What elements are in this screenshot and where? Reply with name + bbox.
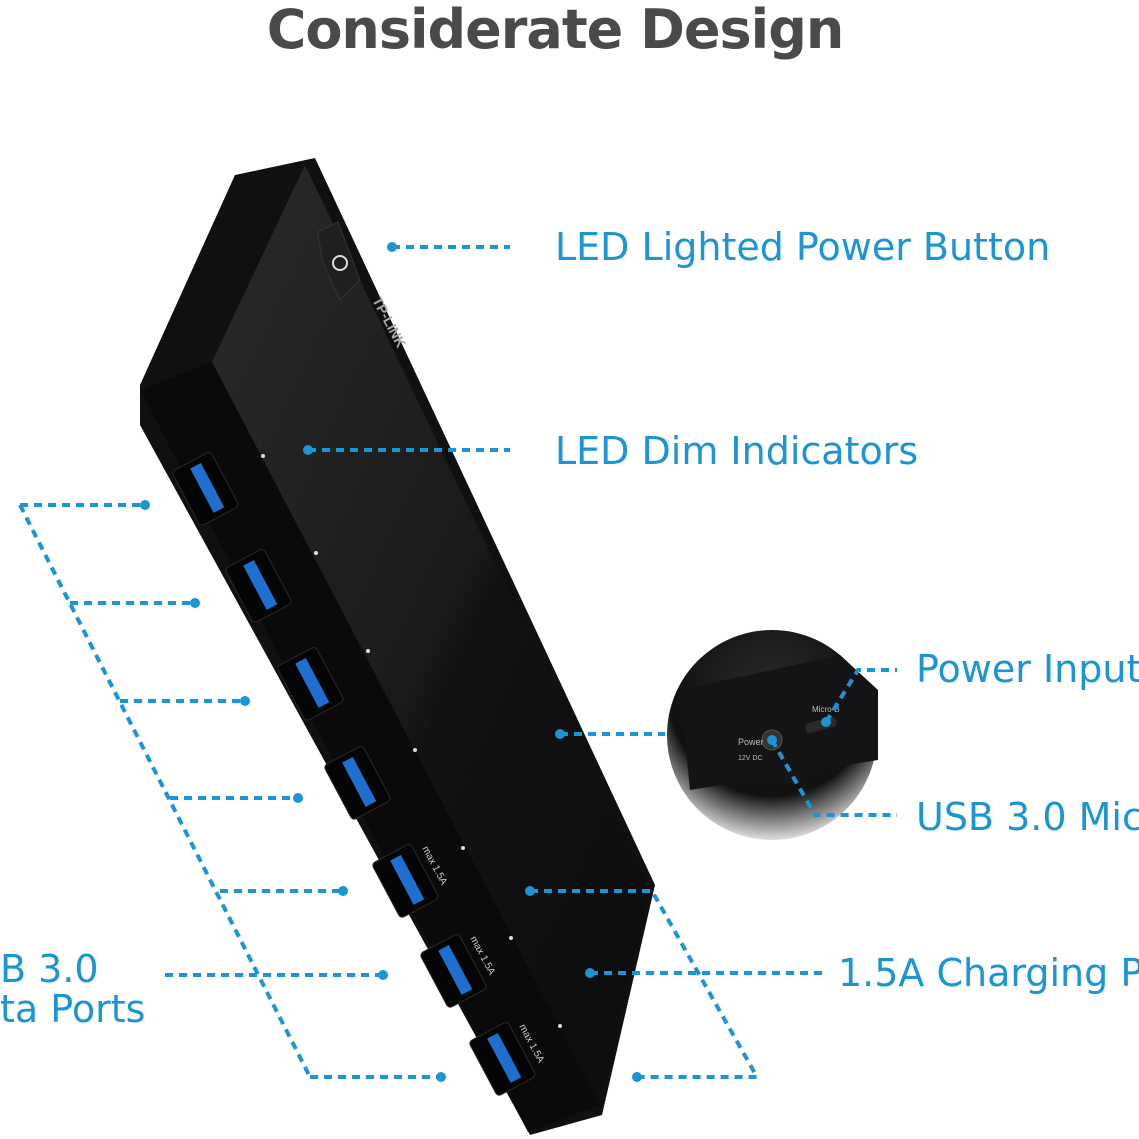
usb-port [225,549,292,623]
label-data-ports-1: B 3.0 [0,947,99,991]
callout-dot [378,970,388,980]
label-power-input: Power Input [916,647,1139,691]
label-data-ports-2: ta Ports [0,987,146,1031]
callout-dot [190,598,200,608]
callout-dot [240,696,250,706]
callout-dot [436,1072,446,1082]
callout-dot [338,886,348,896]
callout-dot [140,500,150,510]
callout-dot [767,735,777,745]
label-led-dim: LED Dim Indicators [555,429,919,473]
callout-dot [585,968,595,978]
usb-port [277,647,344,721]
callout-dot [387,242,397,252]
power-icon [332,255,348,271]
hub-top-face [212,165,650,1105]
callout-dot [821,717,831,727]
led-indicator [314,551,318,555]
callout-dot [632,1072,642,1082]
callout-dot [525,886,535,896]
led-indicator [413,748,417,752]
inset-micro-text: Micro-B [812,705,840,714]
usb-port [172,452,239,526]
callout-dot [555,729,565,739]
power-button [317,221,361,301]
callout-dots [140,242,831,1082]
led-indicator [509,936,513,940]
led-indicator [461,846,465,850]
label-usb-micro: USB 3.0 Micro [916,795,1139,839]
page-title: Considerate Design [266,0,845,61]
led-indicator [558,1024,562,1028]
led-indicator [366,649,370,653]
led-indicator [261,454,265,458]
inset-power-text: Power [738,737,764,747]
inset-rear-view: Power 12V DC Micro-B [667,630,878,840]
callout-dot [303,445,313,455]
callout-dot [293,793,303,803]
inset-voltage-text: 12V DC [738,755,763,762]
callout-lines [18,245,897,1079]
label-power-button: LED Lighted Power Button [555,225,1051,269]
usb-port [324,746,391,820]
label-charging-ports: 1.5A Charging Po [838,951,1139,995]
